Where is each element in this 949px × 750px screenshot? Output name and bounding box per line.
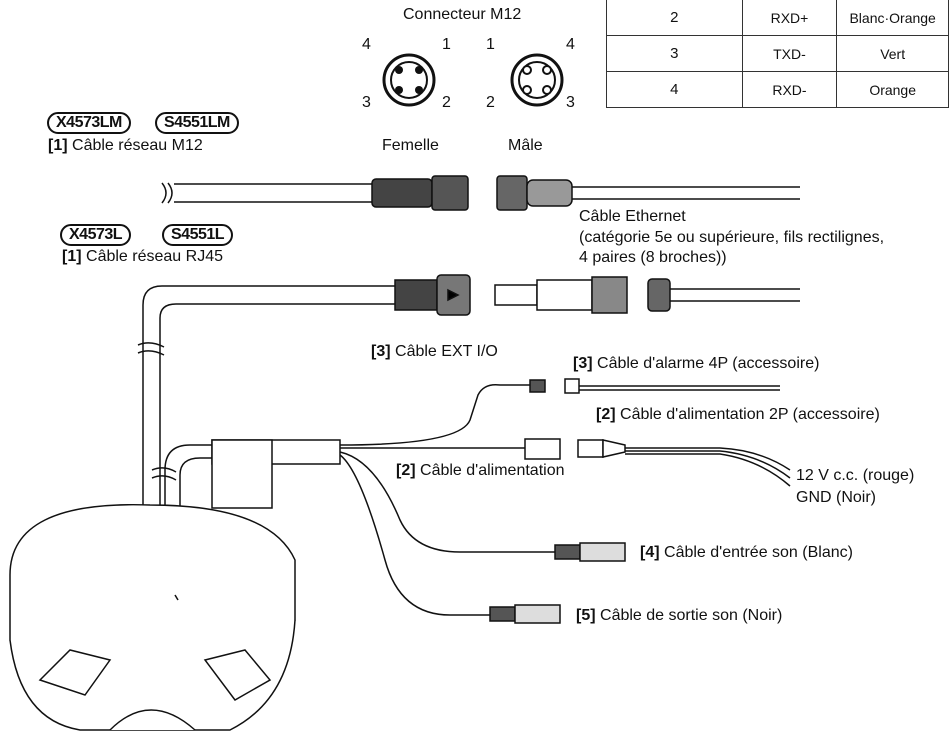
dome-camera	[9, 503, 296, 620]
cable-break-icon	[161, 182, 173, 204]
gnd-label: GND (Noir)	[796, 489, 876, 506]
male-pin-4: 4	[566, 36, 575, 53]
model-badge: S4551L	[162, 224, 234, 246]
female-pin-3: 3	[362, 94, 371, 111]
audio-out-label: [5] Câble de sortie son (Noir)	[576, 607, 783, 624]
connector-title: Connecteur M12	[403, 6, 522, 23]
male-pin-2: 2	[486, 94, 495, 111]
power-cable-label: [2] Câble d'alimentation	[396, 462, 565, 479]
m12-female-face	[382, 53, 436, 107]
male-label: Mâle	[508, 137, 543, 154]
female-pin-4: 4	[362, 36, 371, 53]
audio-in-label: [4] Câble d'entrée son (Blanc)	[640, 544, 853, 561]
ext-io-label: [3] Câble EXT I/O	[371, 343, 498, 360]
m12-male-face	[510, 53, 564, 107]
model-badge: S4551LM	[155, 112, 239, 134]
power-2p-label: [2] Câble d'alimentation 2P (accessoire)	[596, 406, 880, 423]
rj45-plug	[494, 284, 538, 306]
m12-male-plug	[496, 175, 528, 211]
rj45-cable-label: [1] Câble réseau RJ45	[62, 248, 223, 265]
ethernet-label-2: (catégorie 5e ou supérieure, fils rectil…	[579, 229, 885, 246]
female-pin-1: 1	[442, 36, 451, 53]
m12-cable-label: [1] Câble réseau M12	[48, 137, 203, 154]
male-pin-3: 3	[566, 94, 575, 111]
model-badge: X4573LM	[47, 112, 131, 134]
rj45-boot	[394, 279, 438, 311]
female-pin-2: 2	[442, 94, 451, 111]
cable-bundle-clip	[211, 439, 273, 509]
v12-label: 12 V c.c. (rouge)	[796, 467, 915, 484]
model-badge: X4573L	[60, 224, 132, 246]
alarm-cable-label: [3] Câble d'alarme 4P (accessoire)	[573, 355, 820, 372]
male-pin-1: 1	[486, 36, 495, 53]
m12-female-plug	[371, 178, 433, 208]
ethernet-label-1: Câble Ethernet	[579, 208, 686, 225]
ethernet-label-3: 4 paires (8 broches))	[579, 249, 727, 266]
female-label: Femelle	[382, 137, 439, 154]
